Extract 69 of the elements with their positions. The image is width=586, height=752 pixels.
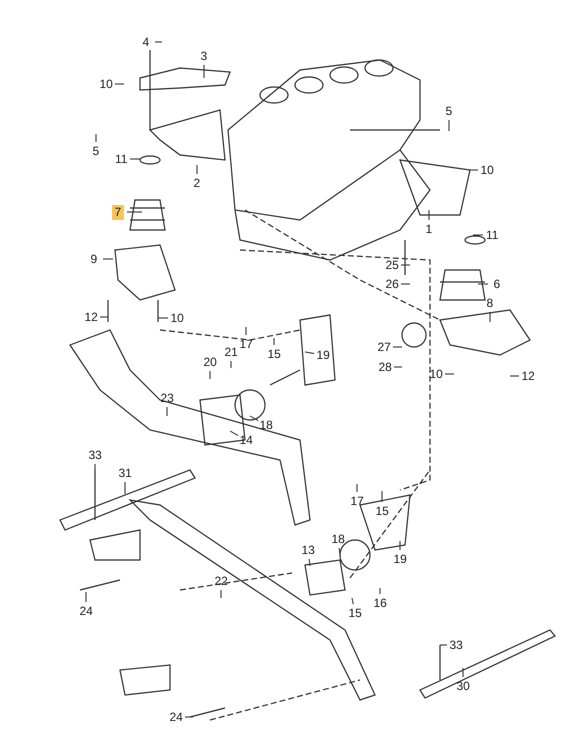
leader-line — [124, 482, 126, 494]
callout-number: 15 — [266, 348, 282, 360]
callout-number: 11 — [485, 228, 500, 242]
callout-number: 12 — [84, 310, 99, 324]
leader-line — [352, 598, 354, 605]
callout-number: 28 — [378, 360, 393, 374]
leader-line — [250, 416, 259, 422]
callout-number: 18 — [258, 418, 274, 432]
leader-line — [394, 366, 402, 368]
leader-line — [230, 360, 232, 368]
leader-line — [338, 547, 340, 556]
callout-number: 17 — [238, 338, 254, 350]
callout-number: 21 — [224, 346, 239, 358]
callout-number: 2 — [192, 176, 202, 190]
leader-line — [462, 668, 464, 678]
callout-number: 33 — [448, 638, 464, 652]
callout-number: 9 — [90, 252, 98, 266]
callout-number: 12 — [520, 370, 536, 382]
callout-number: 15 — [348, 606, 363, 620]
leader-line — [356, 484, 358, 492]
leader-line — [428, 210, 430, 220]
callout-number: 3 — [200, 50, 208, 62]
callout-number: 11 — [114, 152, 128, 166]
callout-number: 18 — [330, 532, 346, 546]
callout-number: 22 — [214, 574, 229, 588]
leader-line — [308, 558, 310, 566]
callout-number: 26 — [384, 278, 400, 290]
leader-line — [472, 234, 484, 236]
leader-line — [440, 644, 448, 646]
leader-line — [166, 406, 168, 416]
callout-number: 1 — [424, 222, 434, 236]
callout-number: 4 — [142, 36, 150, 48]
callout-number: 10 — [98, 78, 114, 90]
leader-line — [392, 346, 402, 348]
callout-number: 30 — [456, 680, 471, 692]
callout-number: 16 — [372, 596, 388, 610]
callout-number: 17 — [350, 494, 365, 508]
callout-number: 10 — [480, 164, 495, 176]
leader-line — [100, 316, 108, 318]
callout-number: 20 — [202, 356, 218, 368]
leader-line — [94, 464, 96, 472]
callout-number: 10 — [428, 368, 444, 380]
leader-line — [400, 264, 410, 266]
leader-line — [102, 258, 114, 260]
leader-line — [184, 716, 194, 718]
callout-number: 19 — [392, 552, 408, 566]
callout-number: 14 — [238, 434, 254, 446]
callout-number: 10 — [170, 312, 185, 324]
leader-line — [130, 158, 140, 160]
callout-number: 7 — [112, 204, 124, 220]
callout-number: 24 — [78, 604, 94, 618]
callout-number: 5 — [92, 144, 100, 158]
callout-number: 25 — [384, 258, 400, 272]
callout-number: 13 — [300, 544, 316, 556]
callout-number: 33 — [88, 448, 103, 462]
leader-line — [448, 120, 450, 132]
callout-number: 5 — [444, 104, 454, 118]
leader-line — [230, 430, 239, 436]
leader-line — [304, 352, 315, 354]
leader-line — [220, 590, 222, 598]
leader-line — [196, 164, 198, 174]
callout-number: 15 — [374, 504, 390, 518]
callout-number: 23 — [160, 392, 175, 404]
callout-number: 8 — [486, 296, 494, 310]
callout-number: 27 — [376, 340, 392, 354]
callout-number: 6 — [492, 278, 502, 290]
callout-number: 19 — [316, 348, 331, 362]
callout-number: 31 — [118, 466, 133, 480]
callout-number: 24 — [168, 710, 184, 724]
